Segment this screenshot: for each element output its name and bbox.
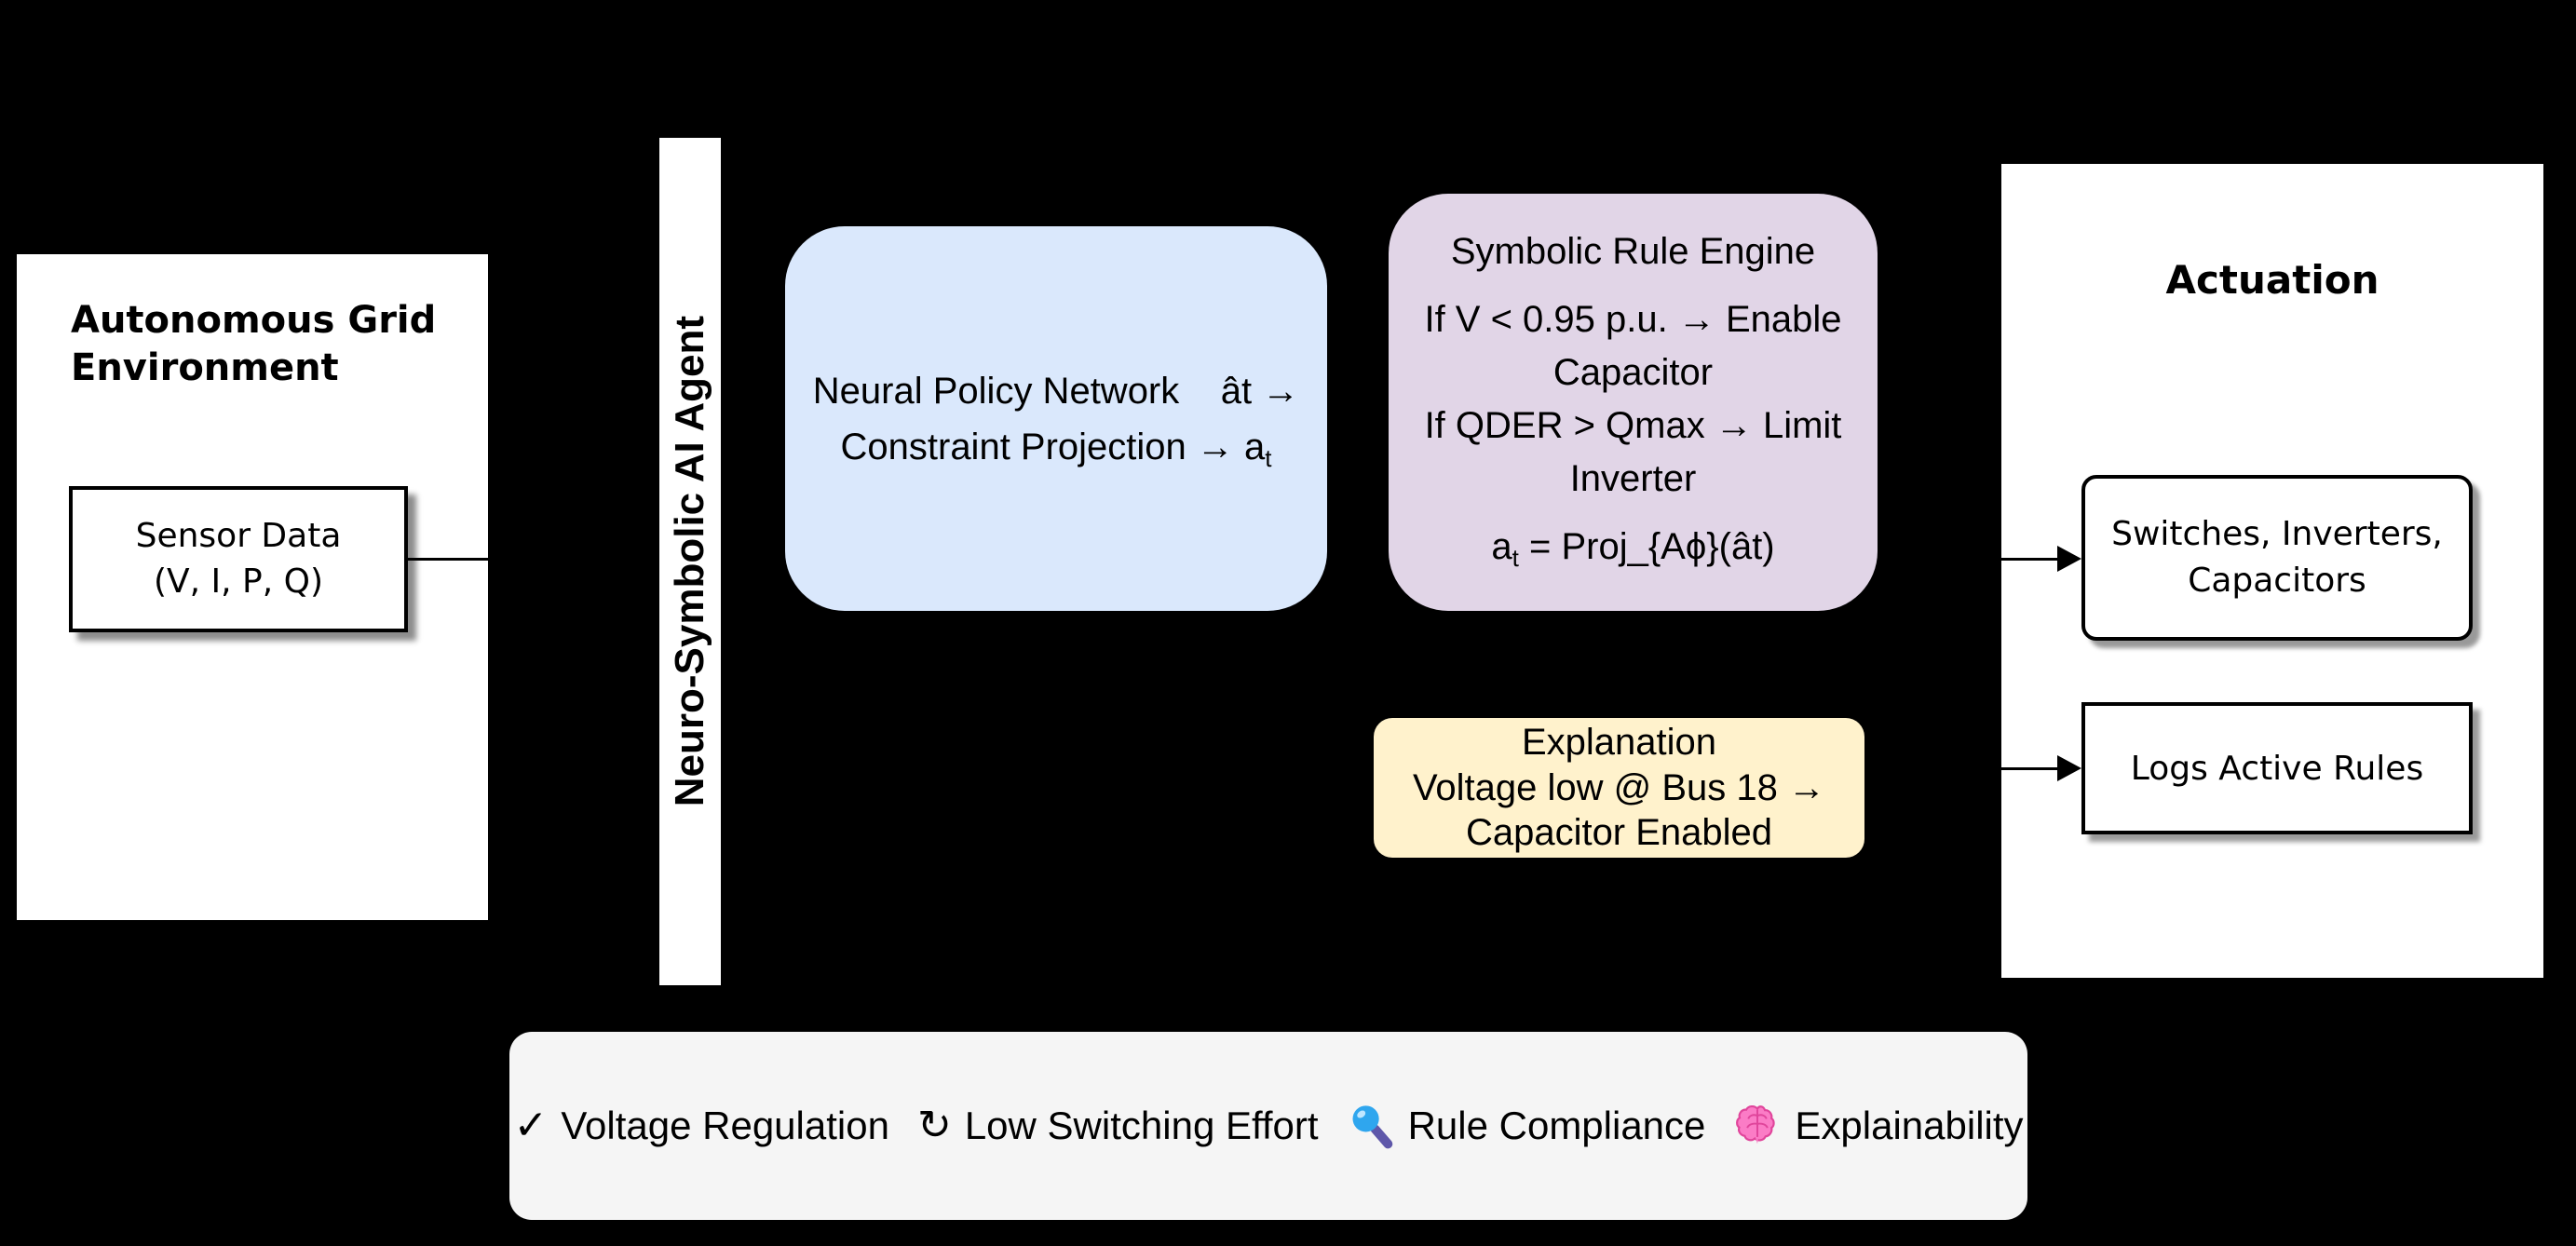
- actuation-targets-box: Switches, Inverters, Capacitors: [2081, 475, 2473, 641]
- symbolic-rule-engine-title: Symbolic Rule Engine: [1450, 231, 1816, 272]
- environment-panel: Autonomous Grid Environment Sensor Data …: [17, 254, 488, 920]
- rule-line: Inverter: [1569, 457, 1697, 499]
- symbolic-rule-engine-box: Symbolic Rule Engine If V < 0.95 p.u. → …: [1389, 194, 1878, 611]
- sensor-output-connector: [408, 558, 488, 561]
- actuation-targets-line: Capacitors: [2188, 562, 2366, 600]
- objective-voltage-regulation: ✓ Voltage Regulation: [513, 1104, 889, 1148]
- neural-policy-line: Neural Policy Network ât →: [812, 370, 1300, 412]
- rule-line: If QDER > Qmax → Limit: [1424, 405, 1842, 446]
- objectives-bar: ✓ Voltage Regulation ↻ Low Switching Eff…: [509, 1032, 2027, 1220]
- objective-label: Low Switching Effort: [964, 1104, 1319, 1147]
- rule-list: If V < 0.95 p.u. → Enable Capacitor If Q…: [1424, 293, 1841, 505]
- sensor-data-line: (V, I, P, Q): [153, 562, 324, 601]
- check-icon: ✓: [513, 1102, 549, 1149]
- sensor-data-line: Sensor Data: [135, 516, 342, 555]
- rule-line: Capacitor: [1552, 352, 1714, 394]
- projection-formula: at = Proj_{Aϕ}(ât): [1491, 526, 1775, 573]
- logs-active-rules-box: Logs Active Rules: [2081, 702, 2473, 834]
- explanation-box: Explanation Voltage low @ Bus 18 → Capac…: [1374, 718, 1864, 858]
- arrowhead-icon: [2057, 755, 2081, 781]
- brain-icon: [1736, 1104, 1776, 1144]
- explanation-line: Capacitor Enabled: [1465, 812, 1773, 854]
- objective-label: Voltage Regulation: [561, 1104, 889, 1147]
- rule-line: If V < 0.95 p.u. → Enable: [1424, 299, 1842, 341]
- arrowhead-icon: [2057, 546, 2081, 572]
- sensor-data-box: Sensor Data (V, I, P, Q): [69, 486, 408, 632]
- neural-policy-line: Constraint Projection → at: [840, 426, 1272, 472]
- environment-title: Autonomous Grid Environment: [71, 299, 437, 390]
- magnifier-icon: [1352, 1105, 1392, 1149]
- objective-label: Explainability: [1795, 1104, 2024, 1147]
- explanation-title: Explanation: [1521, 722, 1717, 764]
- objective-low-switching-effort: ↻ Low Switching Effort: [917, 1104, 1319, 1148]
- actuation-panel: Actuation Switches, Inverters, Capacitor…: [2001, 164, 2543, 978]
- actuation-title: Actuation: [2165, 257, 2379, 303]
- subscript-t: t: [1265, 443, 1272, 472]
- objective-explainability: Explainability: [1733, 1102, 2024, 1150]
- subscript-t: t: [1512, 544, 1519, 573]
- explanation-line: Voltage low @ Bus 18 →: [1412, 766, 1826, 808]
- agent-bar-label: Neuro-Symbolic AI Agent: [667, 316, 712, 807]
- neural-policy-box: Neural Policy Network ât → Constraint Pr…: [785, 226, 1327, 611]
- cycle-icon: ↻: [916, 1102, 952, 1149]
- objective-label: Rule Compliance: [1407, 1104, 1706, 1147]
- objective-rule-compliance: Rule Compliance: [1347, 1102, 1706, 1150]
- agent-bar: Neuro-Symbolic AI Agent: [659, 138, 721, 985]
- arrow-shaft: [2001, 767, 2059, 770]
- arrow-shaft: [2001, 558, 2059, 561]
- actuation-targets-line: Switches, Inverters,: [2111, 514, 2443, 553]
